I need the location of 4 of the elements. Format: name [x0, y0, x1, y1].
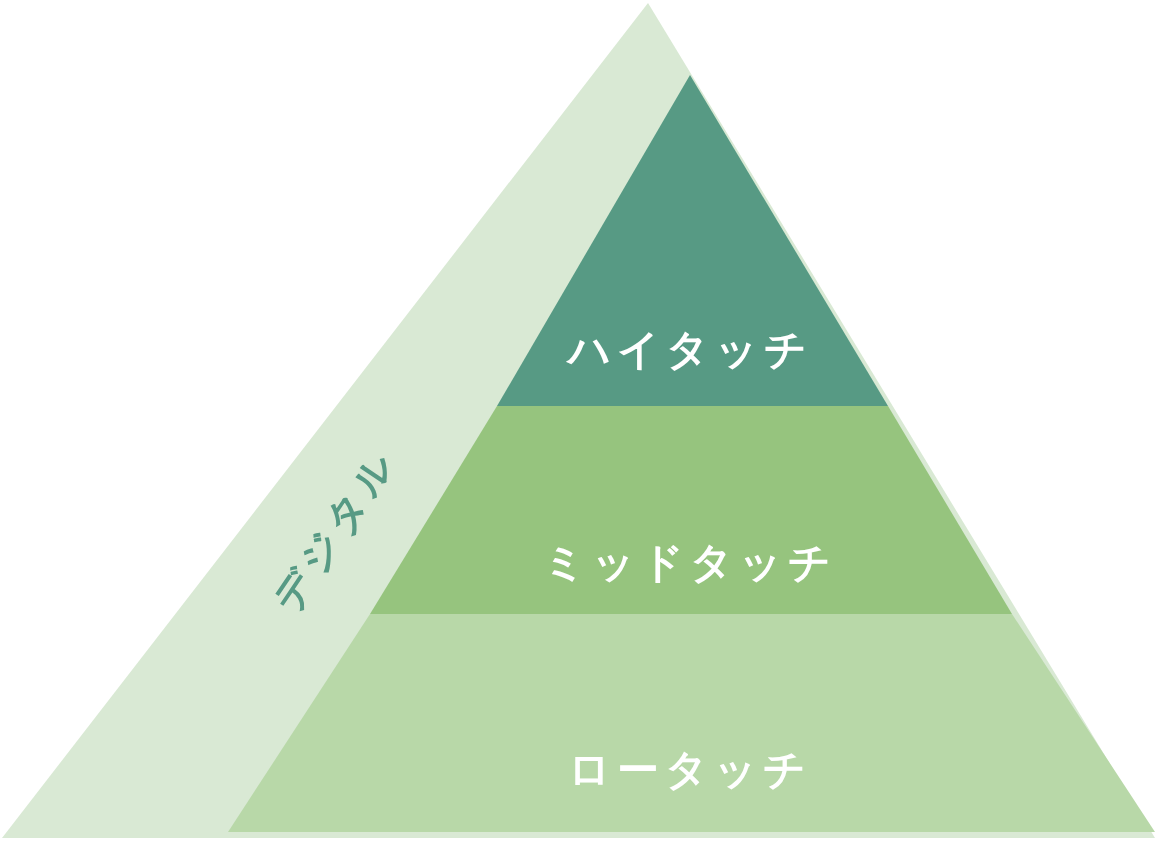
- layer-label: ロータッチ: [568, 744, 812, 796]
- band-label: デジタル: [261, 437, 408, 623]
- layer-label: ミッドタッチ: [543, 537, 837, 589]
- layer-label: ハイタッチ: [567, 324, 813, 376]
